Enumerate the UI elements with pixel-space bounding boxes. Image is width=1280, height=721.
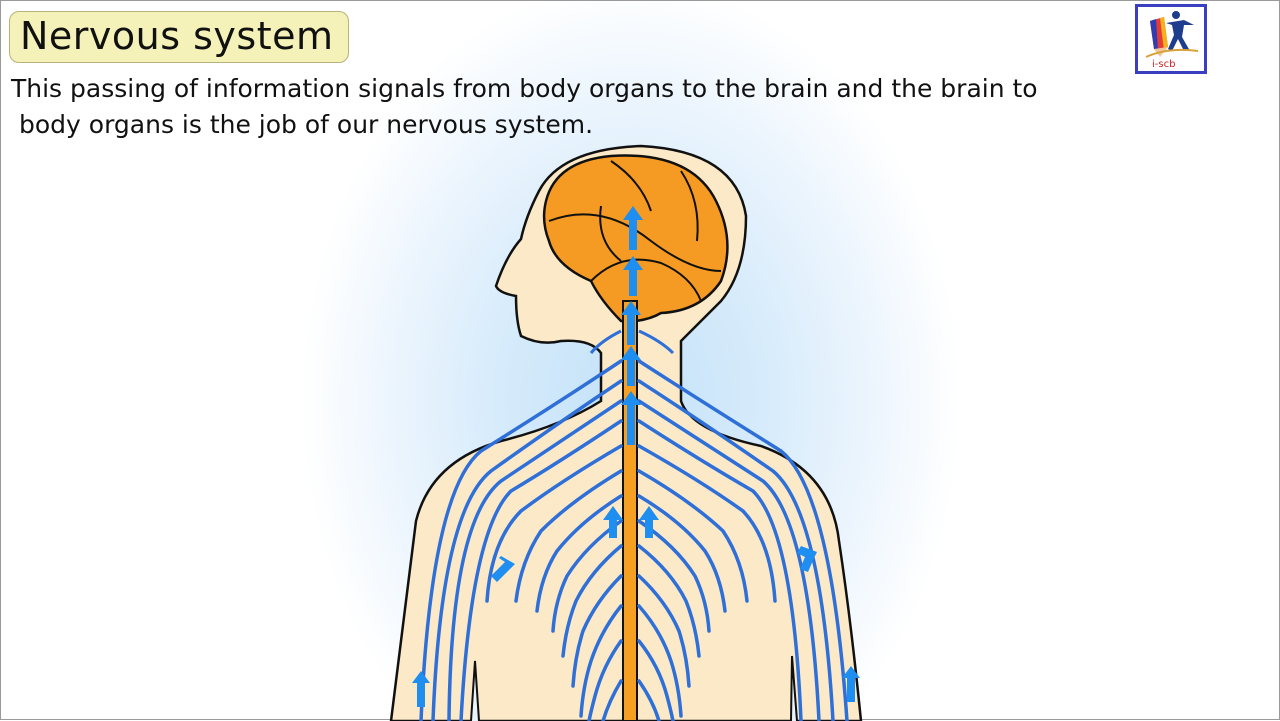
slide-title: Nervous system <box>20 14 334 58</box>
channel-logo: i-scb <box>1135 4 1207 74</box>
arrow-up-icon <box>621 391 641 445</box>
logo-text: i-scb <box>1152 59 1175 70</box>
arrow-up-icon <box>621 301 641 345</box>
nerves-left <box>419 359 623 721</box>
arrow-up-icon <box>842 666 860 702</box>
arrow-diagonal-icon <box>491 556 515 582</box>
arrow-up-icon <box>639 506 659 538</box>
logo-icon: i-scb <box>1145 11 1199 70</box>
caption-line-2: body organs is the job of our nervous sy… <box>19 110 594 139</box>
arrow-up-icon <box>623 256 643 296</box>
title-box: Nervous system <box>9 11 349 63</box>
right-armpit <box>790 655 798 721</box>
arrow-up-icon <box>412 671 430 707</box>
arrow-up-icon <box>623 206 643 250</box>
arrow-diagonal-icon <box>797 546 817 572</box>
nerves-neck <box>589 329 675 355</box>
left-armpit <box>470 660 480 721</box>
caption-text: This passing of information signals from… <box>11 71 1211 143</box>
arrow-up-icon <box>621 346 641 386</box>
nerves-right <box>637 359 849 721</box>
signal-arrows <box>412 206 860 707</box>
arrow-up-icon <box>603 506 623 538</box>
caption-line-1: This passing of information signals from… <box>11 74 1038 103</box>
